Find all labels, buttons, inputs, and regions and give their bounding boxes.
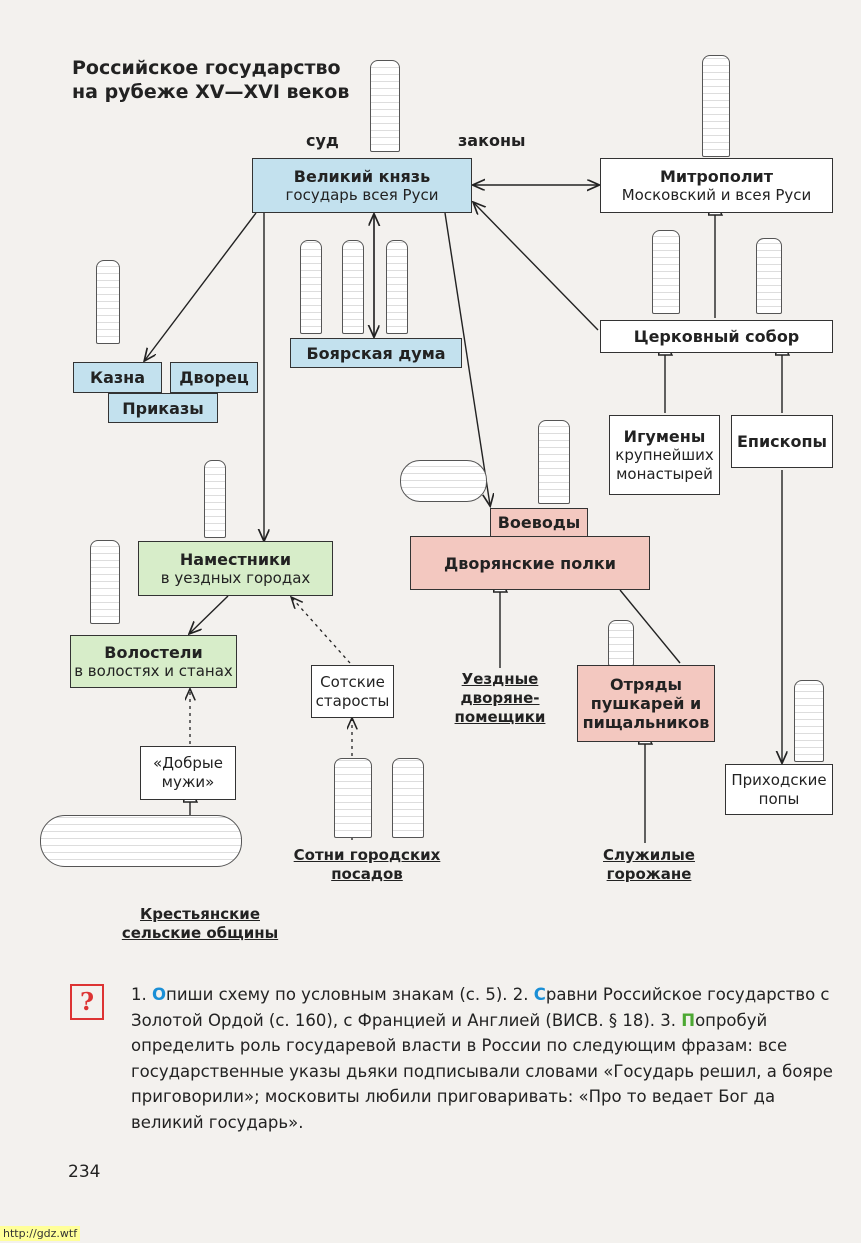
box-title: Наместники [179, 549, 292, 569]
prikazy-box: Приказы [108, 393, 218, 423]
grand-prince-figure-icon [370, 60, 400, 152]
laws-label: законы [458, 131, 526, 150]
box-title: Великий князь [293, 166, 431, 186]
box-line: крупнейших [615, 445, 714, 464]
priest-figure-icon [794, 680, 824, 762]
label-line: сельские общины [121, 924, 279, 942]
palace-box: Дворец [170, 362, 258, 393]
plowman-with-horse-icon [40, 815, 242, 867]
label-line: горожане [606, 865, 692, 883]
box-title: Воеводы [497, 513, 581, 532]
noble-regiments-box: Дворянские полки [410, 536, 650, 590]
box-title: Казна [89, 368, 146, 387]
townsman-figure-icon [334, 758, 372, 838]
box-line: мужи» [161, 773, 215, 791]
label-line: Уездные [461, 670, 539, 688]
label-line: помещики [454, 708, 546, 726]
title-line-2: на рубеже XV—XVI веков [72, 81, 350, 103]
boyar-figure-icon [342, 240, 364, 334]
box-line: попы [758, 789, 800, 808]
q-text: пиши схему по условным знакам (с. 5). 2. [166, 985, 534, 1004]
box-subtitle: в волостях и станах [74, 661, 233, 680]
box-line: Отряды [610, 675, 682, 694]
metropolitan-figure-icon [702, 55, 730, 157]
watermark-link[interactable]: http://gdz.wtf [0, 1226, 81, 1241]
box-title: Епископы [736, 432, 828, 451]
box-subtitle: государь всея Руси [285, 185, 439, 204]
boyar-figure-icon [386, 240, 408, 334]
cavalry-icon [400, 460, 487, 502]
box-title: Волостели [104, 642, 203, 662]
q-num: 1. [131, 985, 152, 1004]
church-council-box: Церковный собор [600, 320, 833, 353]
box-line: Приходские [731, 770, 827, 789]
bishop-figure-icon [652, 230, 680, 314]
boyar-duma-box: Боярская дума [290, 338, 462, 368]
boyar-figure-icon [300, 240, 322, 334]
official-figure-icon [204, 460, 226, 538]
page-number: 234 [68, 1162, 101, 1182]
treasury-box: Казна [73, 362, 162, 393]
box-line: пищальников [582, 713, 710, 732]
questions-text: 1. Опиши схему по условным знакам (с. 5)… [131, 982, 836, 1135]
box-title: Церковный собор [633, 327, 800, 346]
box-title: Митрополит [659, 166, 774, 186]
box-line: монастырей [616, 464, 713, 483]
q-text: равни Российское государство с Золотой О… [131, 985, 830, 1030]
diagram-title: Российское государство на рубеже XV—XVI … [72, 56, 349, 104]
official-figure-icon [96, 260, 120, 344]
box-line: Сотские [320, 672, 385, 691]
label-line: дворяне- [460, 689, 540, 707]
box-title: Дворянские полки [444, 553, 616, 573]
label-line: Служилые [603, 846, 695, 864]
box-line: пушкарей и [590, 694, 702, 713]
bishops-box: Епископы [731, 415, 833, 468]
court-label: суд [306, 131, 339, 150]
label-line: Сотни городских [293, 846, 441, 864]
q-initial: С [533, 985, 546, 1004]
priest-figure-icon [756, 238, 782, 314]
box-subtitle: в уездных городах [160, 568, 311, 587]
official-figure-icon [90, 540, 120, 624]
q-initial: О [152, 985, 167, 1004]
voevody-box: Воеводы [490, 508, 588, 537]
q-text: опробуй определить роль государевой влас… [131, 1010, 833, 1132]
label-line: посадов [331, 865, 403, 883]
box-line: Игумены [623, 426, 706, 446]
title-line-1: Российское государство [72, 57, 341, 79]
box-title: Дворец [179, 368, 249, 387]
musketeer-figure-icon [608, 620, 634, 666]
box-subtitle: Московский и всея Руси [621, 185, 812, 204]
voevoda-figure-icon [538, 420, 570, 504]
q-initial: П [681, 1010, 696, 1030]
label-line: Крестьянские [140, 905, 260, 923]
box-title: Боярская дума [306, 343, 446, 363]
townsman-figure-icon [392, 758, 424, 838]
box-line: старосты [315, 691, 390, 710]
box-title: Приказы [122, 398, 204, 418]
box-line: «Добрые [153, 754, 223, 772]
question-mark-icon: ? [70, 984, 104, 1020]
